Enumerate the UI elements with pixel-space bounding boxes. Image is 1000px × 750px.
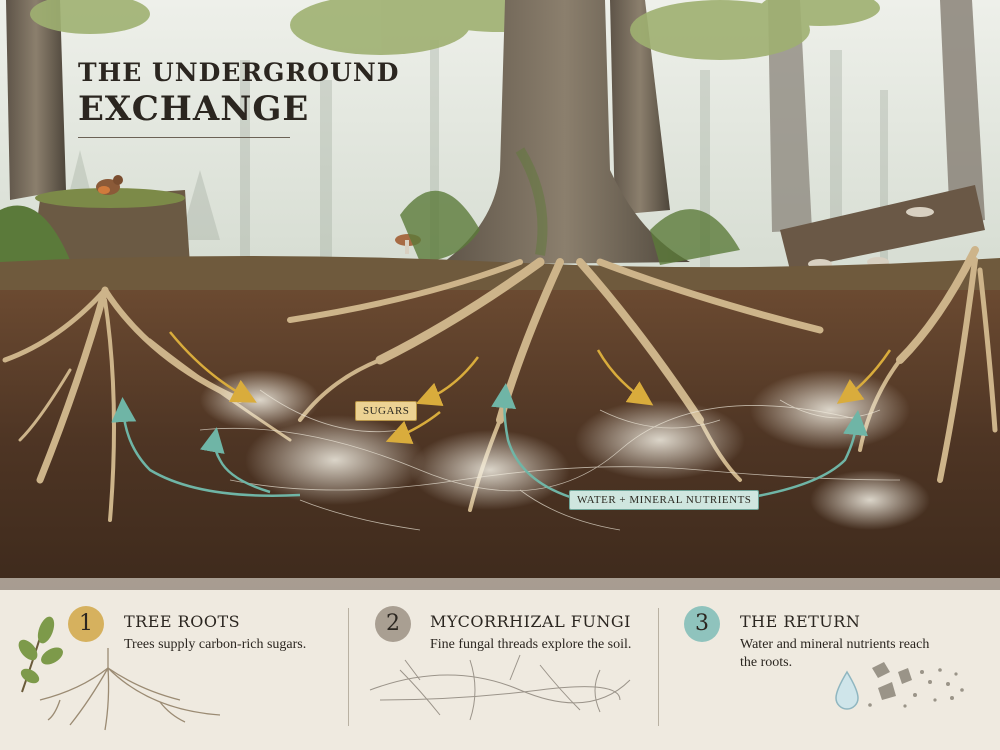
left-tree-trunk: [6, 0, 66, 200]
step-1-text: Trees supply carbon-rich sugars.: [124, 637, 307, 652]
title-line-1: THE UNDERGROUND: [78, 58, 400, 87]
title-line-2: EXCHANGE: [78, 89, 310, 129]
bird: [96, 175, 123, 195]
fallen-log: [780, 185, 985, 270]
title-underline: [78, 137, 290, 138]
panel-divider: [658, 608, 659, 726]
sugars-label: SUGARS: [355, 401, 418, 421]
distant-trunk: [768, 0, 812, 232]
main-tree-trunk: [440, 0, 690, 265]
step-3-heading: THE RETURN: [740, 612, 861, 631]
back-tree-trunk: [610, 0, 670, 215]
water-drop-icon: [835, 670, 859, 710]
right-trunk: [940, 0, 985, 225]
fungal-threads-icon: [369, 654, 631, 721]
step-2-heading: MYCORRHIZAL FUNGI: [430, 612, 631, 631]
minerals-icon: [868, 662, 964, 708]
forest-floor: [0, 256, 1000, 300]
panel-divider: [348, 608, 349, 726]
leaf-icon: [18, 616, 63, 693]
step-3-text: Water and mineral nutrients reach the ro…: [740, 637, 930, 670]
water-nutrients-label: WATER + MINERAL NUTRIENTS: [569, 490, 760, 510]
root-sketch-icon: [39, 648, 221, 731]
step-1-heading: TREE ROOTS: [124, 612, 241, 631]
step-2-text: Fine fungal threads explore the soil.: [430, 637, 632, 652]
water-arrows: [111, 383, 868, 499]
sugar-arrows: [169, 331, 892, 445]
tree-roots: [2, 246, 998, 522]
tree-stump: [30, 190, 190, 270]
legend-panel: [0, 590, 1000, 750]
diagram-title: THE UNDERGROUND EXCHANGE: [78, 58, 399, 138]
step-3-badge: 3: [684, 606, 720, 642]
ferns: [0, 190, 740, 275]
step-1-badge: 1: [68, 606, 104, 642]
step-2-badge: 2: [375, 606, 411, 642]
